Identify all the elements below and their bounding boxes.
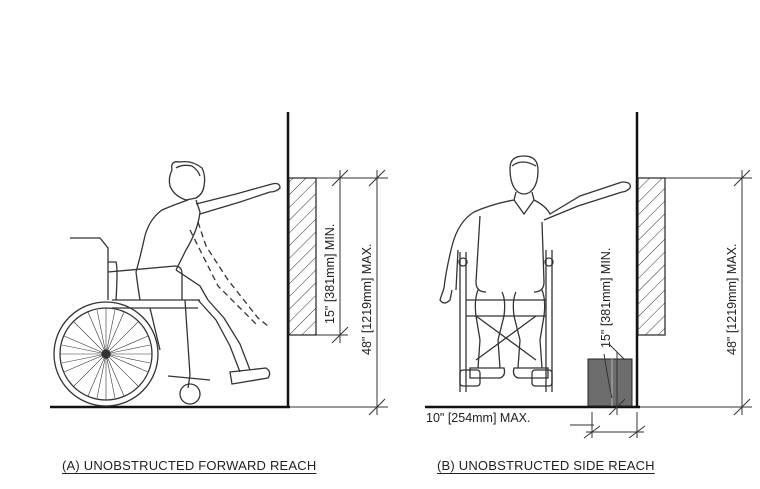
person-side-reach <box>439 155 631 379</box>
panel-b-caption: (B) UNOBSTRUCTED SIDE REACH <box>437 458 655 473</box>
person-forward-reach <box>135 160 281 385</box>
panel-b-min-height-label: 15" [381mm] MIN. <box>599 248 613 348</box>
panel-forward-reach <box>50 112 388 416</box>
panel-b-max-height-label: 48" [1219mm] MAX. <box>725 244 739 355</box>
reach-zone-hatch <box>288 177 317 336</box>
dimension-lines <box>570 169 752 439</box>
panel-side-reach <box>425 112 752 439</box>
panel-a-min-height-label: 15" [381mm] MIN. <box>323 224 337 324</box>
panel-a-caption: (A) UNOBSTRUCTED FORWARD REACH <box>62 458 317 473</box>
reach-zone-hatch <box>637 177 666 336</box>
dimension-lines <box>290 169 388 416</box>
wheelchair <box>53 237 211 407</box>
side-obstruction <box>587 358 633 407</box>
wheelchair <box>458 250 554 392</box>
panel-b-max-depth-label: 10" [254mm] MAX. <box>426 411 530 425</box>
panel-a-max-height-label: 48" [1219mm] MAX. <box>360 244 374 355</box>
